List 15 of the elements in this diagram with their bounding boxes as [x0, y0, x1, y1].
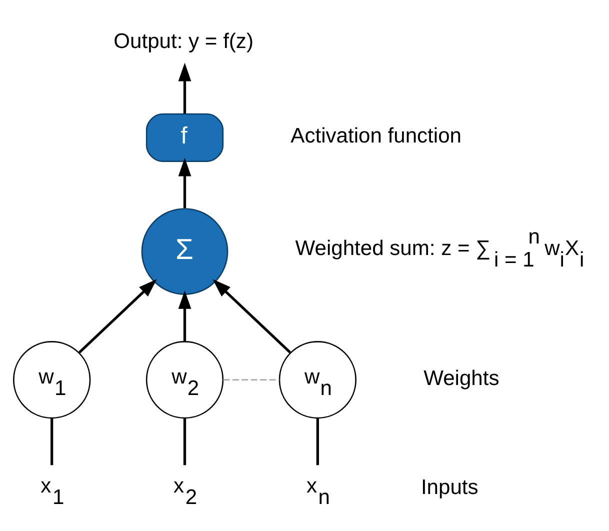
label: Weights — [424, 366, 500, 390]
node-box: f — [146, 112, 224, 162]
arrow — [178, 62, 192, 114]
node-label: Activation function — [290, 124, 462, 148]
label: Inputs — [420, 476, 478, 499]
node-circle: Σ — [141, 208, 228, 294]
connector — [183, 418, 186, 465]
connector — [223, 378, 280, 380]
arrow — [178, 157, 192, 208]
connector — [50, 418, 54, 465]
arrow — [78, 278, 157, 353]
arrow — [212, 278, 292, 353]
arrow — [178, 290, 192, 341]
node-text: Output: y = f(z) — [114, 29, 254, 52]
connector — [316, 418, 319, 465]
